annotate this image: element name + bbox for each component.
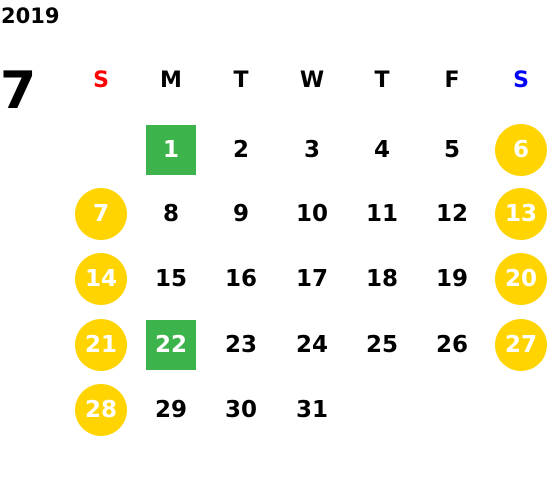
day-cell[interactable]: 7 [75, 188, 127, 240]
day-cell[interactable]: 24 [295, 332, 328, 358]
day-cell[interactable]: 11 [365, 201, 398, 227]
day-cell[interactable]: 29 [154, 397, 187, 423]
month-number: 7 [0, 61, 37, 121]
day-cell[interactable]: 10 [295, 201, 328, 227]
day-cell[interactable]: 4 [373, 137, 390, 163]
day-cell[interactable]: 3 [303, 137, 320, 163]
weekday-wednesday: W [299, 67, 325, 93]
year-label: 2019 [1, 4, 60, 28]
day-cell[interactable]: 8 [162, 201, 179, 227]
day-cell[interactable]: 17 [295, 266, 328, 292]
day-cell[interactable]: 6 [495, 124, 547, 176]
day-cell[interactable]: 26 [435, 332, 468, 358]
weekday-saturday: S [513, 67, 529, 93]
day-cell[interactable]: 21 [75, 319, 127, 371]
day-cell[interactable]: 18 [365, 266, 398, 292]
day-cell[interactable]: 27 [495, 319, 547, 371]
day-cell[interactable]: 13 [495, 188, 547, 240]
day-cell[interactable]: 16 [224, 266, 257, 292]
day-cell[interactable]: 2 [232, 137, 249, 163]
day-cell[interactable]: 19 [435, 266, 468, 292]
day-cell[interactable]: 23 [224, 332, 257, 358]
weekday-sunday: S [93, 67, 109, 93]
day-cell[interactable]: 1 [146, 125, 196, 175]
day-cell[interactable]: 12 [435, 201, 468, 227]
day-cell[interactable]: 15 [154, 266, 187, 292]
day-cell[interactable]: 28 [75, 384, 127, 436]
day-cell[interactable]: 31 [295, 397, 328, 423]
weekday-thursday: T [374, 67, 390, 93]
day-cell[interactable]: 25 [365, 332, 398, 358]
day-cell[interactable]: 14 [75, 253, 127, 305]
day-cell[interactable]: 30 [224, 397, 257, 423]
day-cell[interactable]: 5 [443, 137, 460, 163]
weekday-friday: F [444, 67, 460, 93]
day-cell[interactable]: 22 [146, 320, 196, 370]
day-cell[interactable]: 9 [232, 201, 249, 227]
weekday-monday: M [160, 67, 182, 93]
day-cell[interactable]: 20 [495, 253, 547, 305]
weekday-tuesday: T [233, 67, 249, 93]
